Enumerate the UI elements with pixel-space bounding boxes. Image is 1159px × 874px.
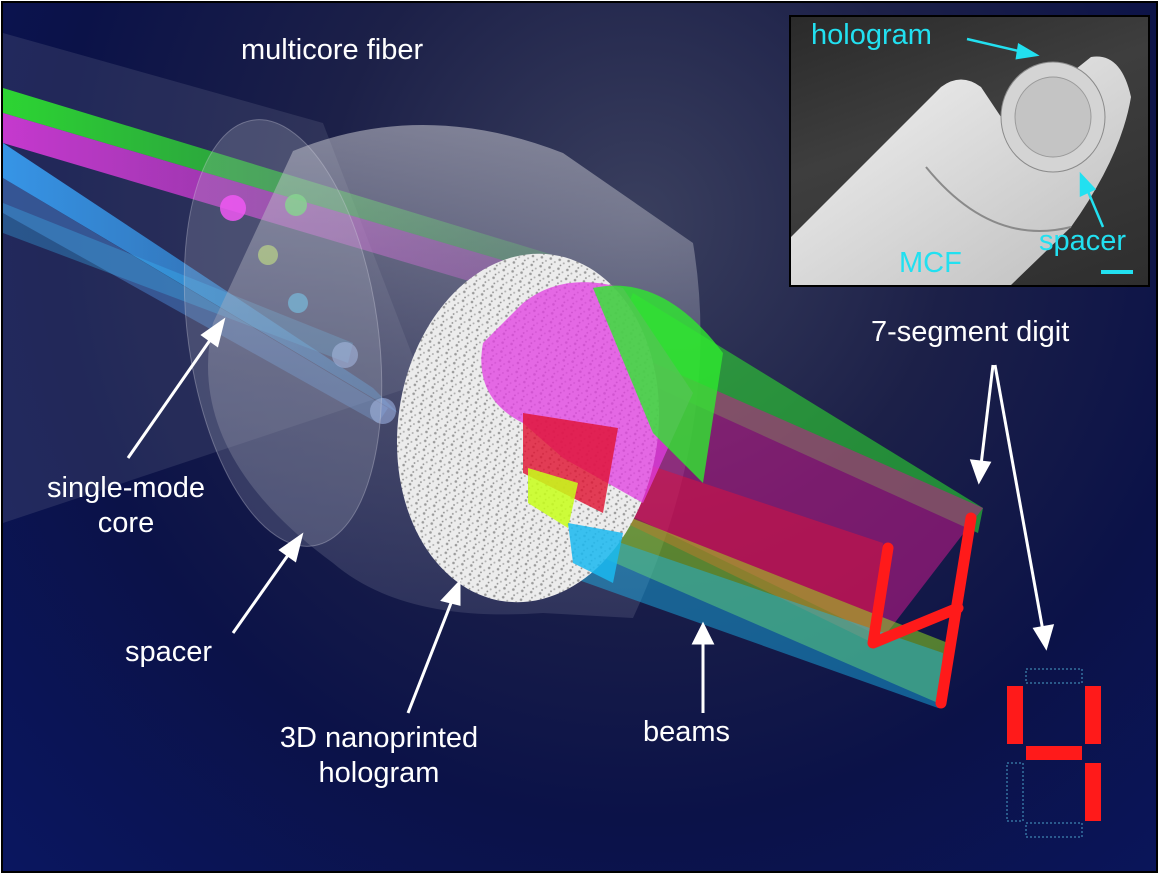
- label-multicore-fiber: multicore fiber: [241, 34, 424, 66]
- inset-arrow-hologram-head: [1015, 42, 1040, 60]
- annotation-arrows: [126, 317, 1055, 714]
- arrow-digit-legend-head: [1032, 624, 1055, 651]
- inset-arrow-spacer-head: [1079, 171, 1097, 197]
- sem-image: [791, 37, 1133, 285]
- label-beams: beams: [643, 716, 731, 748]
- label-hologram-line2: hologram: [318, 757, 440, 789]
- arrow-single-mode-core: [126, 332, 217, 459]
- hologram-red-region: [523, 413, 618, 513]
- segment-c: [1085, 763, 1101, 821]
- seven-segment-display: [1006, 668, 1101, 838]
- sem-hologram-center: [1014, 76, 1092, 158]
- hologram-cyan-region: [568, 523, 623, 583]
- inset-label-mcf: MCF: [899, 247, 962, 279]
- label-spacer: spacer: [125, 636, 213, 668]
- core-spot-magenta: [220, 195, 246, 221]
- segment-e: [1006, 762, 1024, 822]
- sem-inset: hologram spacer MCF: [789, 15, 1150, 287]
- inset-arrows: [966, 37, 1105, 228]
- label-single-mode-core-line2: core: [97, 507, 155, 539]
- arrow-beams-head: [691, 621, 715, 645]
- arrow-digit-projection-head: [969, 459, 992, 485]
- arrow-hologram-head: [440, 579, 461, 606]
- sem-spacer-edge: [925, 166, 1072, 232]
- label-7-segment-digit: 7-segment digit: [871, 316, 1070, 348]
- segment-g: [1026, 746, 1082, 760]
- beam-cyan-out: [563, 523, 943, 708]
- inset-arrow-spacer: [1085, 188, 1105, 228]
- segment-f: [1007, 686, 1023, 744]
- label-single-mode-core-line1: single-mode: [47, 472, 205, 504]
- inset-arrow-hologram: [966, 37, 1024, 54]
- hologram-yellow-region: [528, 468, 578, 528]
- arrow-spacer-head: [278, 532, 304, 563]
- fiber-illustration: [3, 33, 1101, 838]
- label-single-mode-core: single-mode core: [31, 471, 221, 541]
- spacer-back-face: [183, 119, 383, 547]
- inset-label-hologram: hologram: [811, 19, 932, 51]
- label-hologram: 3D nanoprinted hologram: [251, 721, 507, 791]
- label-hologram-line1: 3D nanoprinted: [279, 722, 479, 754]
- arrow-digit-legend: [993, 364, 1045, 632]
- hologram-green-region: [593, 285, 723, 483]
- beam-yellow-out: [523, 483, 948, 703]
- segment-d: [1025, 822, 1083, 838]
- projected-digit-four: [867, 512, 977, 709]
- segment-a: [1025, 668, 1083, 684]
- arrow-spacer: [231, 547, 295, 634]
- inset-label-spacer: spacer: [1039, 225, 1127, 257]
- arrow-hologram: [406, 597, 455, 714]
- arrow-digit-projection: [979, 364, 995, 466]
- segment-b: [1085, 686, 1101, 744]
- arrow-single-mode-core-head: [200, 317, 226, 348]
